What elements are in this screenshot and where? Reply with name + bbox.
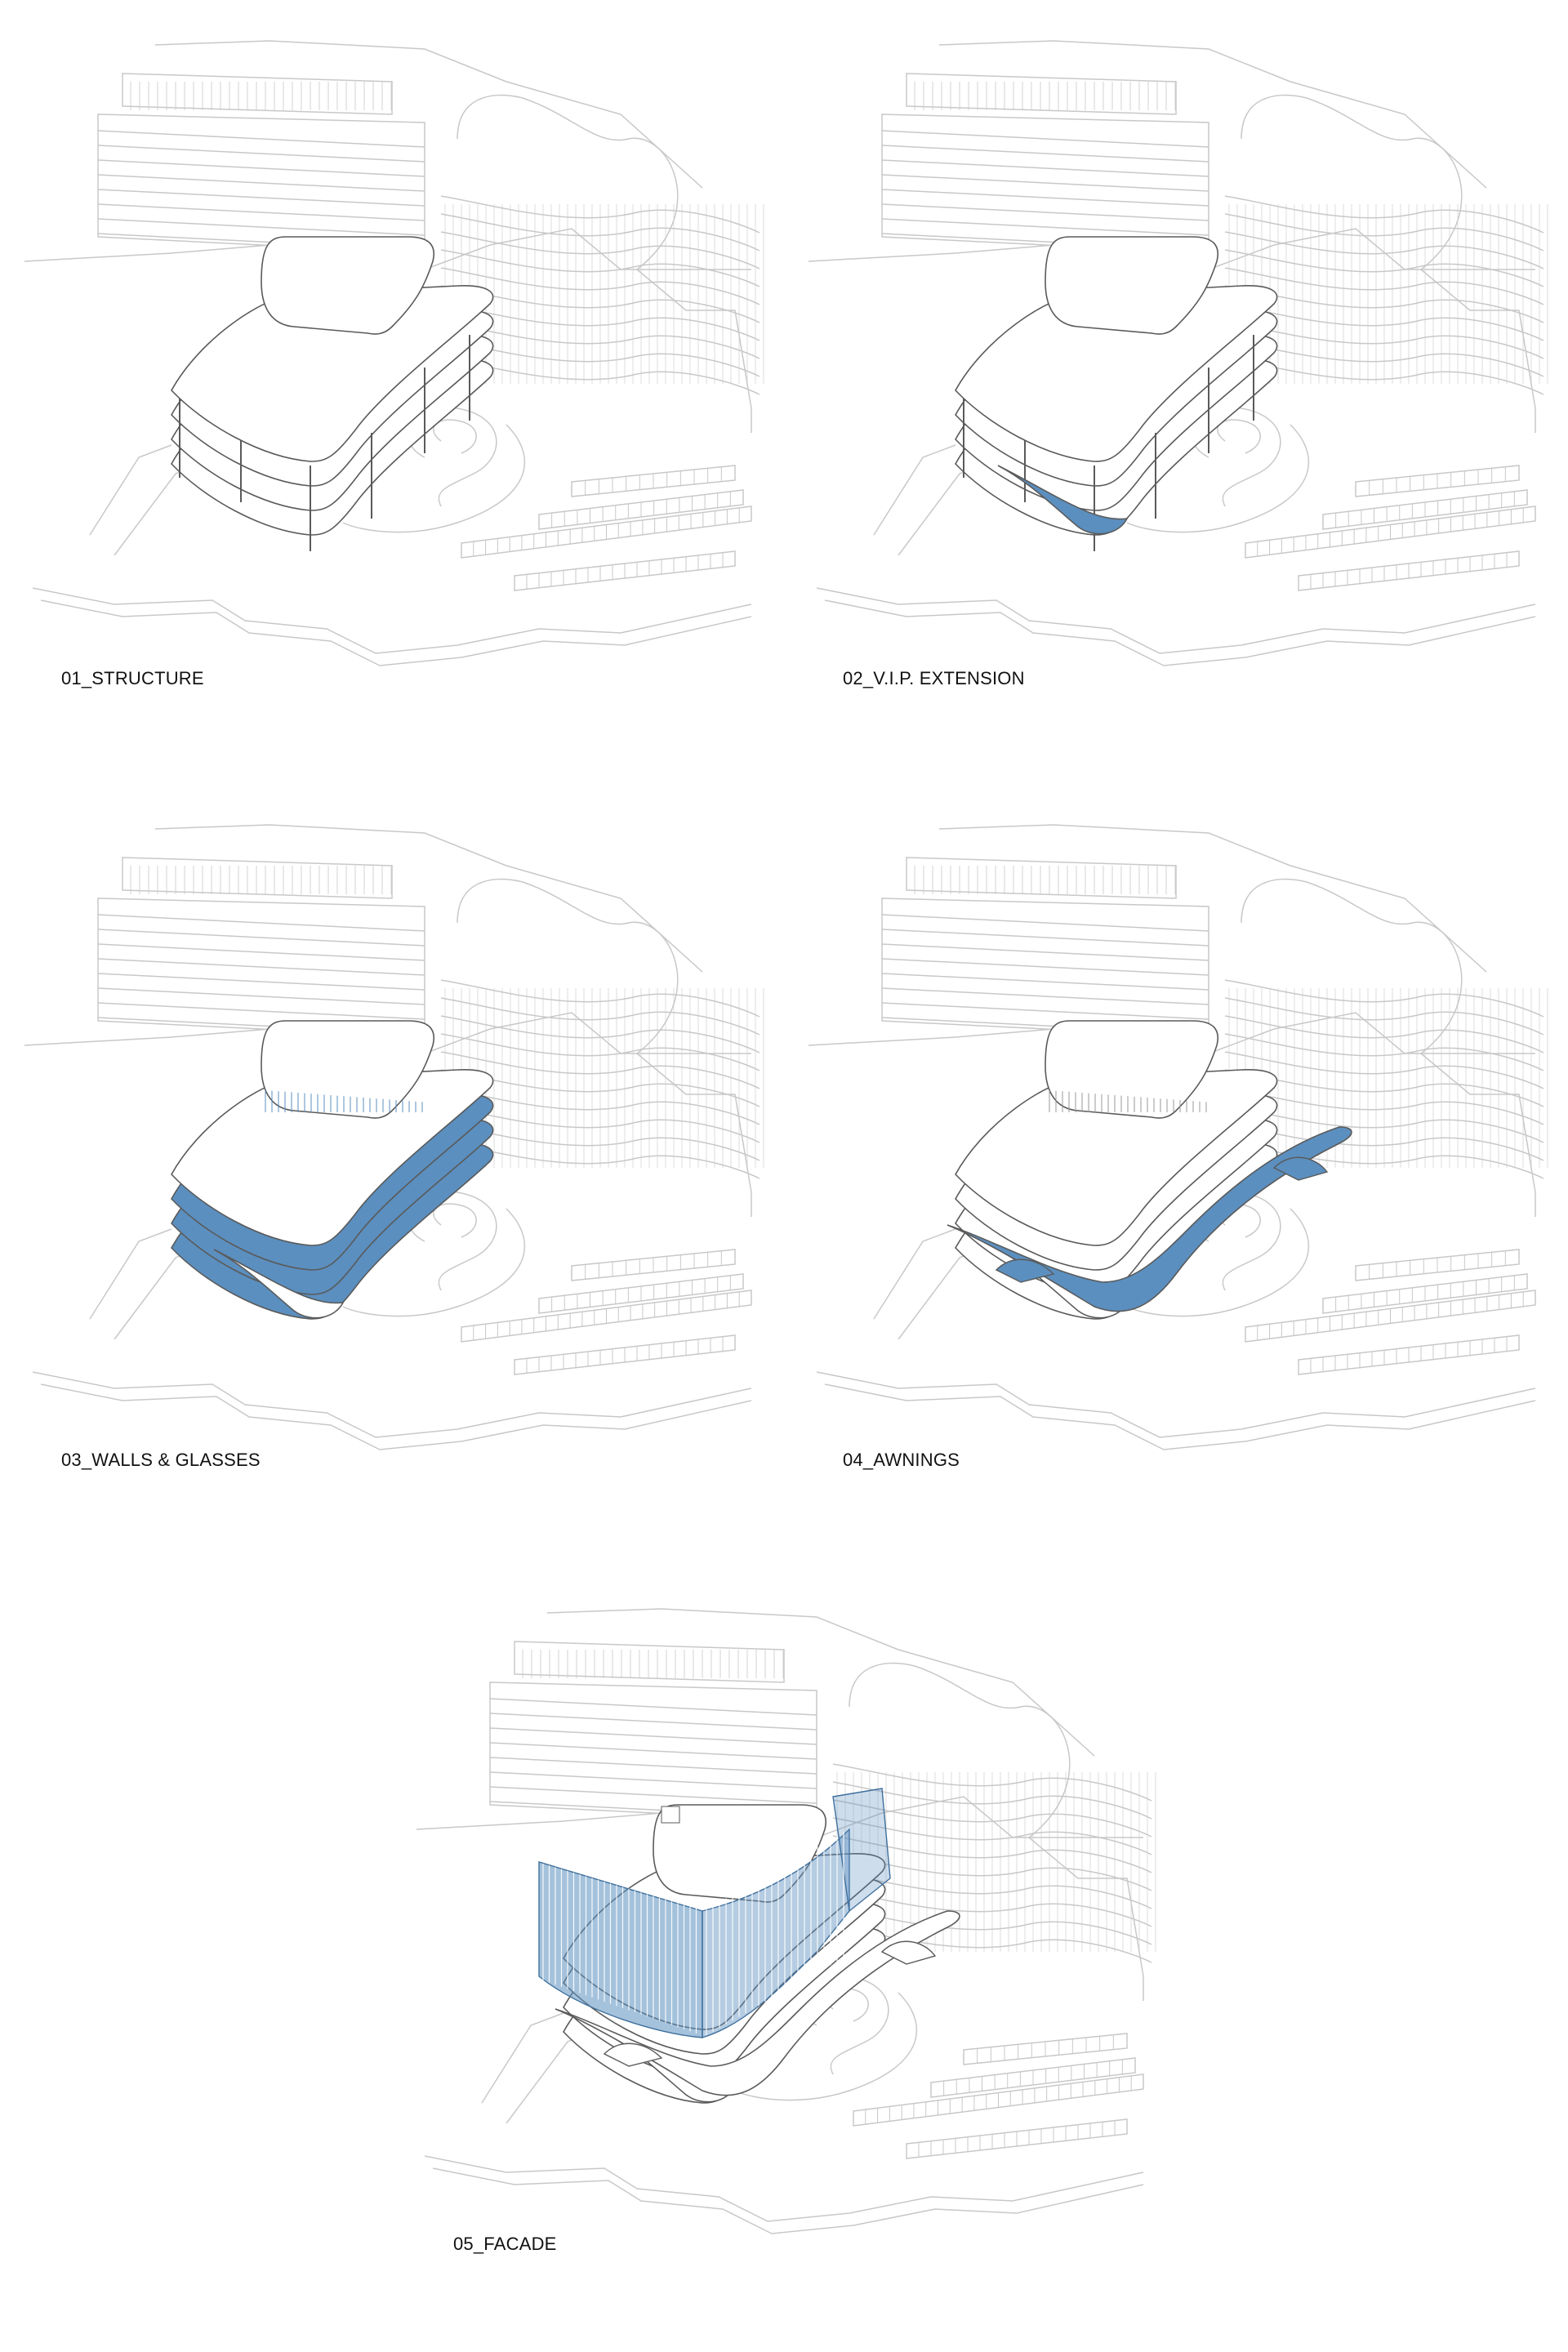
top-volume: [653, 1804, 826, 1903]
access-road: [734, 1992, 917, 2101]
terrain-contour: [506, 2033, 589, 2124]
parking-grid: [853, 2033, 1144, 2159]
parking-grid: [1245, 1249, 1536, 1375]
top-volume: [261, 236, 434, 335]
terrain-contour: [816, 587, 1536, 654]
terrain-contour: [424, 2155, 1144, 2222]
entrance-canopy: [880, 1940, 937, 1965]
parking-grid: [461, 1249, 752, 1375]
terrain-contour: [89, 444, 172, 536]
building: [947, 1020, 1352, 1320]
terrain-contour: [154, 824, 703, 973]
site-context: [808, 824, 1548, 1450]
building: [538, 1788, 960, 2104]
diagram-panel-awnings: 04_AWNINGS: [784, 784, 1568, 1519]
terrain-contour: [114, 1249, 197, 1340]
axonometric-awnings: [808, 824, 1548, 1450]
access-road: [342, 1208, 525, 1317]
facade-fins: [538, 1788, 891, 2038]
terrain-contour: [816, 1371, 1536, 1438]
terrain-contour: [873, 444, 956, 536]
terrain-contour: [154, 40, 703, 189]
terrain-contour: [40, 1383, 752, 1450]
context-office-block: [881, 857, 1209, 1038]
loop-road-inner: [433, 1203, 477, 1238]
terrain-contour: [938, 40, 1487, 189]
context-office-block: [97, 857, 425, 1038]
terrain-contour: [873, 1228, 956, 1320]
axonometric-structure: [24, 40, 764, 666]
terrain-contour: [89, 1228, 172, 1320]
terrain-contour: [32, 587, 752, 654]
terrain-contour: [546, 1608, 1095, 1757]
building: [171, 1020, 494, 1320]
terrain-contour: [32, 1371, 752, 1438]
entrance-canopy: [995, 1258, 1055, 1283]
context-office-block: [489, 1641, 817, 1822]
context-office-block: [881, 73, 1209, 254]
terrain-contour: [432, 2167, 1144, 2234]
diagram-panel-facade: 05_FACADE: [392, 1568, 1176, 2303]
site-context: [24, 824, 764, 1450]
building: [955, 236, 1278, 551]
context-curved-tower: [1224, 94, 1548, 433]
awning: [555, 1910, 960, 2096]
terrain-contour: [24, 1012, 751, 1054]
terrain-contour: [824, 599, 1536, 666]
entrance-canopy: [603, 2042, 663, 2067]
parking-grid: [1245, 465, 1536, 591]
terrain-contour: [808, 1012, 1535, 1054]
context-curved-tower: [440, 94, 764, 433]
loop-road-inner: [1217, 419, 1261, 454]
access-road: [1126, 424, 1309, 533]
axonometric-walls-glasses: [24, 824, 764, 1450]
loop-road-inner: [433, 419, 477, 454]
terrain-contour: [114, 465, 197, 556]
diagram-panel-structure: 01_STRUCTURE: [0, 0, 784, 735]
axonometric-vip-extension: [808, 40, 1548, 666]
vip-extension: [213, 1249, 345, 1319]
terrain-contour: [416, 1796, 1143, 1838]
terrain-contour: [898, 465, 981, 556]
entrance-canopy: [1272, 1156, 1329, 1181]
axonometric-facade: [416, 1608, 1156, 2234]
site-context: [24, 40, 764, 666]
terrain-contour: [808, 228, 1535, 270]
context-office-block: [97, 73, 425, 254]
diagram-panel-vip-extension: 02_V.I.P. EXTENSION: [784, 0, 1568, 735]
access-road: [342, 424, 525, 533]
top-volume: [1045, 236, 1218, 335]
terrain-contour: [938, 824, 1487, 973]
terrain-contour: [24, 228, 751, 270]
context-curved-tower: [440, 878, 764, 1217]
terrain-contour: [481, 2012, 564, 2104]
terrain-contour: [824, 1383, 1536, 1450]
panel-caption: 01_STRUCTURE: [61, 668, 204, 688]
vip-extension: [997, 465, 1129, 535]
panel-caption: 04_AWNINGS: [843, 1450, 960, 1470]
terrain-contour: [898, 1249, 981, 1340]
terrain-contour: [40, 599, 752, 666]
access-road: [1126, 1208, 1309, 1317]
parking-grid: [461, 465, 752, 591]
panel-caption: 05_FACADE: [453, 2234, 557, 2254]
awning: [947, 1126, 1352, 1312]
building: [171, 236, 494, 551]
panel-caption: 03_WALLS & GLASSES: [61, 1450, 261, 1470]
panel-caption: 02_V.I.P. EXTENSION: [843, 668, 1025, 688]
diagram-panel-walls-glasses: 03_WALLS & GLASSES: [0, 784, 784, 1519]
